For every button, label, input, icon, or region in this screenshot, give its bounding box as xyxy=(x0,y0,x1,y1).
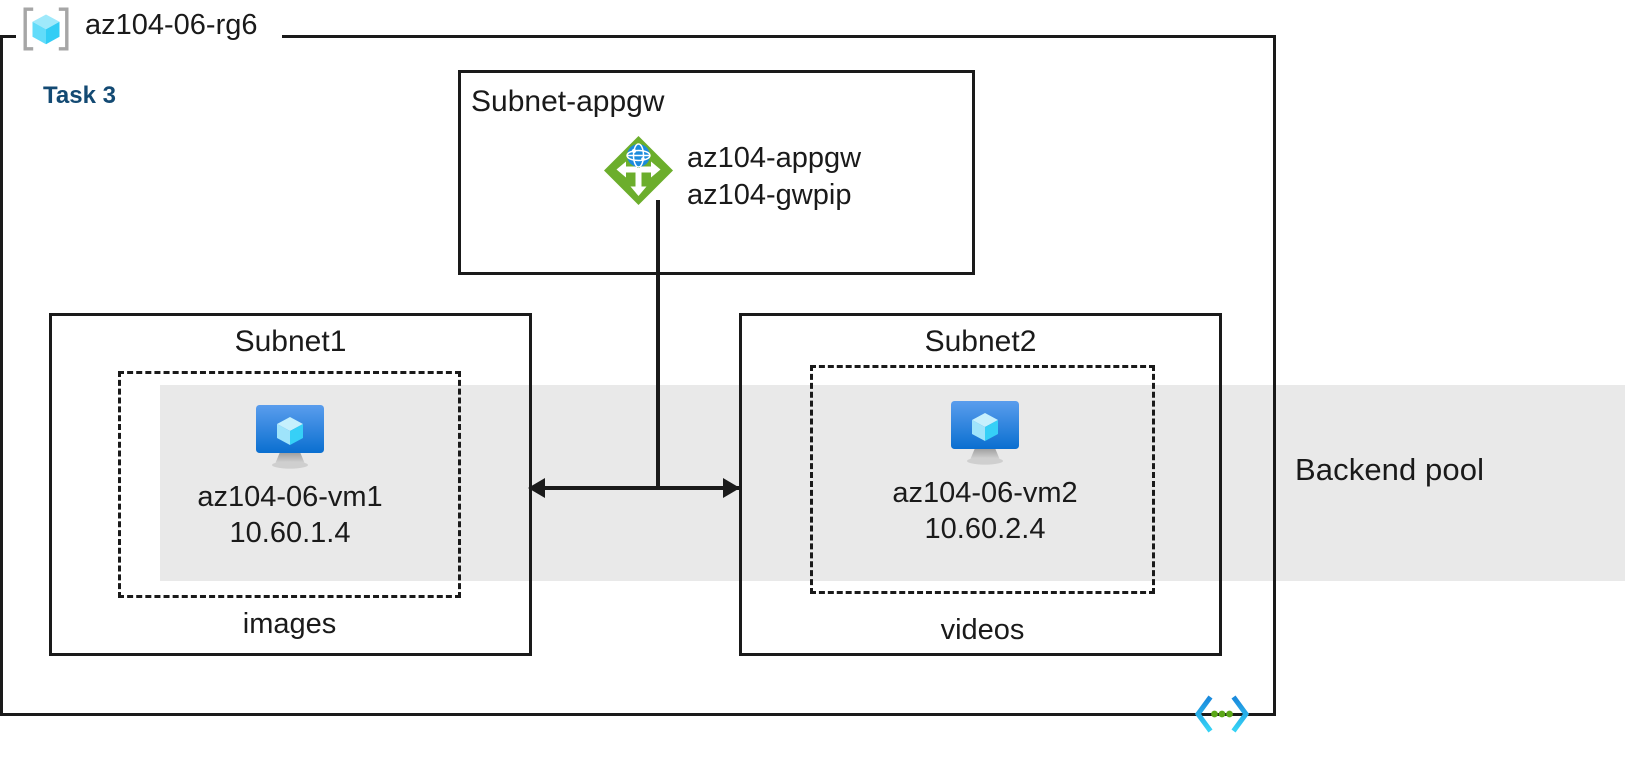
vm2-ip: 10.60.2.4 xyxy=(924,512,1046,545)
subnet1-inner-dashed-box xyxy=(118,371,461,598)
subnet2-title: Subnet2 xyxy=(924,325,1037,358)
application-gateway-icon xyxy=(604,136,673,205)
vm2-name: az104-06-vm2 xyxy=(892,477,1078,509)
code-chevron-icon xyxy=(1194,695,1250,733)
subnet2-inner-dashed-box xyxy=(810,365,1155,594)
subnet-horizontal-connector xyxy=(532,486,739,490)
appgw-resource-name: az104-appgw xyxy=(687,142,862,174)
subnet2-inner-caption: videos xyxy=(940,614,1025,646)
gwpip-resource-name: az104-gwpip xyxy=(687,178,852,211)
resource-group-border-bottom xyxy=(0,713,1276,716)
subnet2-box xyxy=(739,313,1222,656)
virtual-machine-icon xyxy=(256,405,324,469)
vm1-name: az104-06-vm1 xyxy=(197,481,383,513)
backend-pool-label: Backend pool xyxy=(1295,452,1485,487)
subnet-appgw-title: Subnet-appgw xyxy=(471,85,665,118)
virtual-machine-icon xyxy=(951,401,1019,465)
connector-arrow-left xyxy=(528,478,545,498)
subnet-appgw-box xyxy=(458,70,975,275)
subnet1-box xyxy=(49,313,532,656)
connector-arrow-right xyxy=(723,478,740,498)
subnet1-inner-caption: images xyxy=(242,608,337,640)
subnet1-title: Subnet1 xyxy=(234,325,347,358)
resource-group-border-left xyxy=(0,35,3,716)
resource-group-icon xyxy=(23,7,69,51)
backend-pool-band xyxy=(160,385,1625,581)
vm1-ip: 10.60.1.4 xyxy=(229,516,351,549)
resource-group-border-top-stub xyxy=(0,35,16,38)
appgw-vertical-connector xyxy=(656,200,660,488)
resource-group-border-top xyxy=(282,35,1276,38)
task-label: Task 3 xyxy=(43,82,116,109)
resource-group-title: az104-06-rg6 xyxy=(85,9,258,41)
resource-group-border-right xyxy=(1273,35,1276,716)
application-gateway-names: az104-appgw az104-gwpip xyxy=(687,140,861,213)
vm2-block: az104-06-vm2 10.60.2.4 xyxy=(855,396,1115,548)
vm1-block: az104-06-vm1 10.60.1.4 xyxy=(160,400,420,552)
